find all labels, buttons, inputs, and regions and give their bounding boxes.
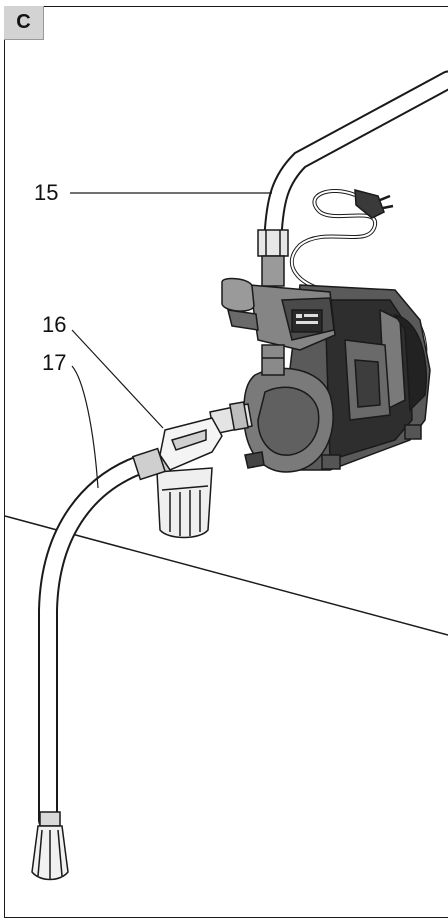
suction-hose-connector: [131, 447, 167, 481]
suction-strainer: [31, 811, 69, 881]
callout-15: 15: [34, 180, 59, 205]
figure-frame: [4, 6, 448, 918]
callout-16: 16: [42, 312, 67, 337]
surface-edge-line: [4, 515, 448, 636]
pressure-switch-unit: [221, 277, 336, 351]
panel-label: C: [4, 6, 44, 40]
callout-17-leader: [71, 365, 99, 489]
pre-filter: [156, 417, 223, 539]
pump-chamber: [243, 344, 334, 473]
suction-hose: [38, 452, 158, 830]
callout-17: 17: [42, 350, 67, 375]
hose-connector: [257, 229, 289, 287]
pressure-hose: [263, 70, 448, 246]
power-plug-icon: [354, 189, 394, 219]
callout-16-leader: [71, 329, 164, 429]
